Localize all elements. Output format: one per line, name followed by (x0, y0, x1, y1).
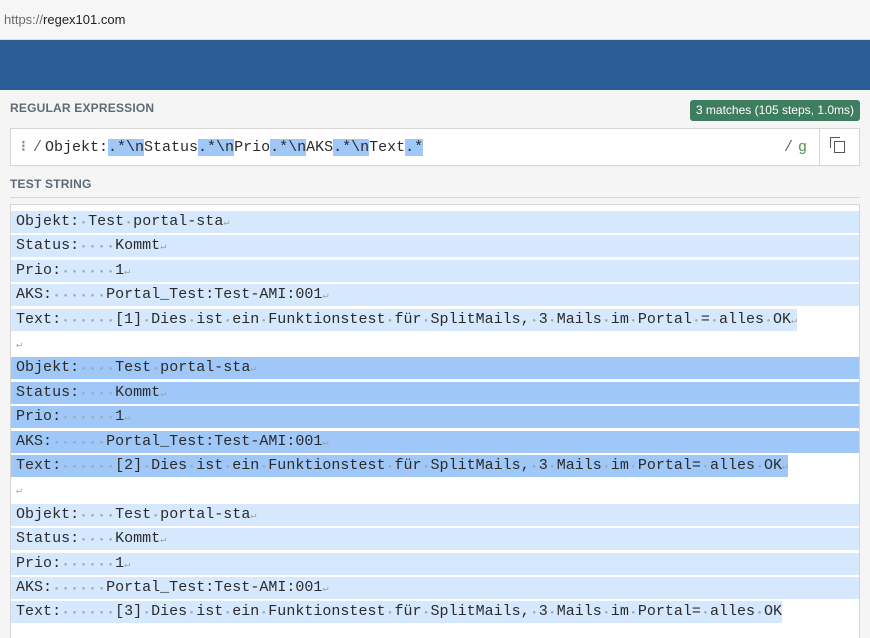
url-host: regex101.com (43, 12, 126, 27)
test-string-line: Text:●●●●●●[2]●Dies●ist●ein●Funktionstes… (11, 455, 789, 477)
browser-address-bar[interactable]: https://regex101.com (0, 0, 870, 40)
regex-token-literal: AKS (306, 139, 334, 156)
drag-handle-icon[interactable]: ⁝ (21, 138, 26, 155)
url-text[interactable]: https://regex101.com (4, 12, 125, 27)
test-string-line: Prio:●●●●●●1↵ (11, 552, 859, 575)
test-string-line: Status:●●●●Kommt↵ (11, 235, 859, 258)
test-string-line: AKS:●●●●●●Portal_Test:Test-AMI:001↵ (11, 284, 859, 307)
regex-token-quantifier: .*\n (333, 139, 370, 156)
test-string-editor[interactable]: Objekt:●Test●portal-sta↵Status:●●●●Kommt… (10, 204, 860, 638)
test-string-line: ↵ (16, 340, 23, 351)
test-string-line: AKS:●●●●●●Portal_Test:Test-AMI:001↵ (11, 430, 859, 453)
test-string-line: Prio:●●●●●●1↵ (11, 259, 859, 282)
regex-token-literal: Objekt: (45, 139, 109, 156)
test-string-line: Text:●●●●●●[1]●Dies●ist●ein●Funktionstes… (11, 308, 798, 331)
regex-flags[interactable]: g (797, 139, 807, 156)
test-string-line: Text:●●●●●●[3]●Dies●ist●ein●Funktionstes… (11, 601, 783, 624)
regex-token-quantifier: .*\n (108, 139, 145, 156)
regex-input-box[interactable]: ⁝ / Objekt:.*\nStatus.*\nPrio.*\nAKS.*\n… (10, 128, 860, 166)
section-divider (10, 197, 860, 198)
regex-token-quantifier: .*\n (198, 139, 235, 156)
copy-icon (830, 137, 845, 153)
regex-token-literal: Text (369, 139, 406, 156)
test-string-line: AKS:●●●●●●Portal_Test:Test-AMI:001↵ (11, 577, 859, 599)
test-string-line: ↵ (16, 486, 23, 498)
regex-section-label: REGULAR EXPRESSION (10, 101, 155, 115)
regex-close-delimiter: / (783, 139, 793, 156)
test-string-line: Status:●●●●Kommt↵ (11, 381, 859, 404)
site-header (0, 40, 870, 90)
regex-token-quantifier: .*\n (270, 139, 307, 156)
matches-badge: 3 matches (105 steps, 1.0ms) (689, 100, 860, 121)
regex-token-quantifier: .* (405, 139, 424, 156)
test-string-line: Prio:●●●●●●1↵ (11, 406, 859, 429)
test-string-line: Objekt:●●●●Test●portal-sta↵ (11, 503, 859, 526)
test-string-line: Objekt:●●●●Test●portal-sta↵ (11, 357, 859, 380)
copy-button[interactable] (819, 129, 859, 165)
test-string-line: Objekt:●Test●portal-sta↵ (11, 211, 859, 233)
regex-pattern-input[interactable]: Objekt:.*\nStatus.*\nPrio.*\nAKS.*\nText… (45, 139, 424, 156)
regex-open-delimiter: / (33, 139, 43, 156)
test-string-line: Status:●●●●Kommt↵ (11, 528, 859, 551)
url-scheme: https:// (4, 12, 44, 27)
test-string-section-label: TEST STRING (10, 177, 92, 191)
regex-token-literal: Status (144, 139, 199, 156)
regex-token-literal: Prio (234, 139, 271, 156)
